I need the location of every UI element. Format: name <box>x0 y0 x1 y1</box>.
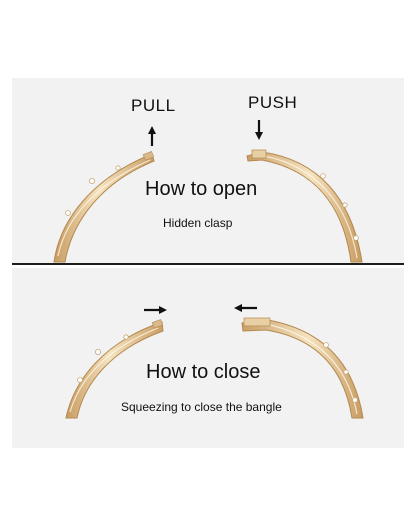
bangle-right-close <box>241 317 364 419</box>
bangle-left-open <box>53 150 155 263</box>
bangle-left-close <box>65 319 164 419</box>
bangle-right-open <box>246 149 363 263</box>
pull-label: PULL <box>131 96 176 115</box>
how-to-open-subtitle: Hidden clasp <box>163 216 233 230</box>
how-to-close-subtitle: Squeezing to close the bangle <box>121 400 282 414</box>
push-label: PUSH <box>248 93 298 112</box>
section-divider <box>12 263 404 265</box>
how-to-open-title: How to open <box>145 178 258 200</box>
how-to-open-panel <box>12 78 404 264</box>
how-to-close-title: How to close <box>146 361 261 383</box>
